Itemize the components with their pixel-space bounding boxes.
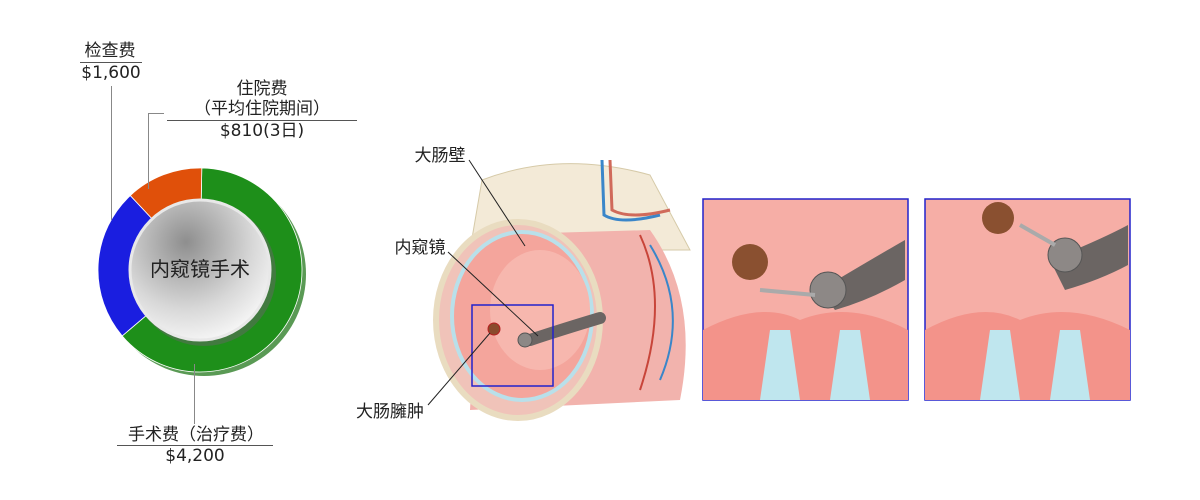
colon-wall-label: 大肠壁 — [414, 146, 466, 166]
zoom-box — [471, 304, 554, 387]
polyp-leader — [427, 332, 491, 406]
donut-hub — [128, 198, 272, 342]
surgery-fee-rule — [117, 445, 273, 446]
detail-panel-1 — [702, 198, 909, 401]
wall-leader — [468, 159, 526, 247]
vein — [600, 159, 661, 222]
exam-fee-value: $1,600 — [81, 63, 141, 83]
surgery-fee-leader — [194, 364, 195, 424]
hospital-fee-rule — [167, 120, 357, 121]
hospital-fee-name: 住院费 — [236, 79, 288, 99]
hospital-fee-sublabel: （平均住院期间） — [194, 99, 330, 119]
hospital-fee-value: $810(3日) — [219, 121, 305, 141]
polyp — [487, 322, 501, 336]
polyp-label: 大肠臃肿 — [356, 402, 424, 422]
exam-fee-name: 检查费 — [84, 41, 136, 61]
colon-fold — [490, 250, 590, 370]
exam-fee-rule — [80, 62, 142, 63]
surgery-fee-name: 手术费（治疗费） — [128, 425, 264, 445]
hospital-fee-leader — [148, 113, 149, 189]
vessel-branch — [639, 234, 656, 391]
surgery-fee-value: $4,200 — [165, 446, 225, 466]
detail-panel-2 — [924, 198, 1131, 401]
hospital-fee-leader-h — [148, 113, 164, 114]
endoscope-tip — [517, 332, 533, 348]
exam-fee-leader — [111, 86, 112, 220]
center-label: 内窥镜手术 — [150, 257, 250, 281]
vessel-branch — [649, 244, 674, 381]
endoscope-leader — [447, 251, 539, 337]
artery — [608, 159, 671, 217]
endoscope-tube — [524, 312, 606, 346]
endoscope-label: 内窥镜 — [394, 238, 446, 258]
